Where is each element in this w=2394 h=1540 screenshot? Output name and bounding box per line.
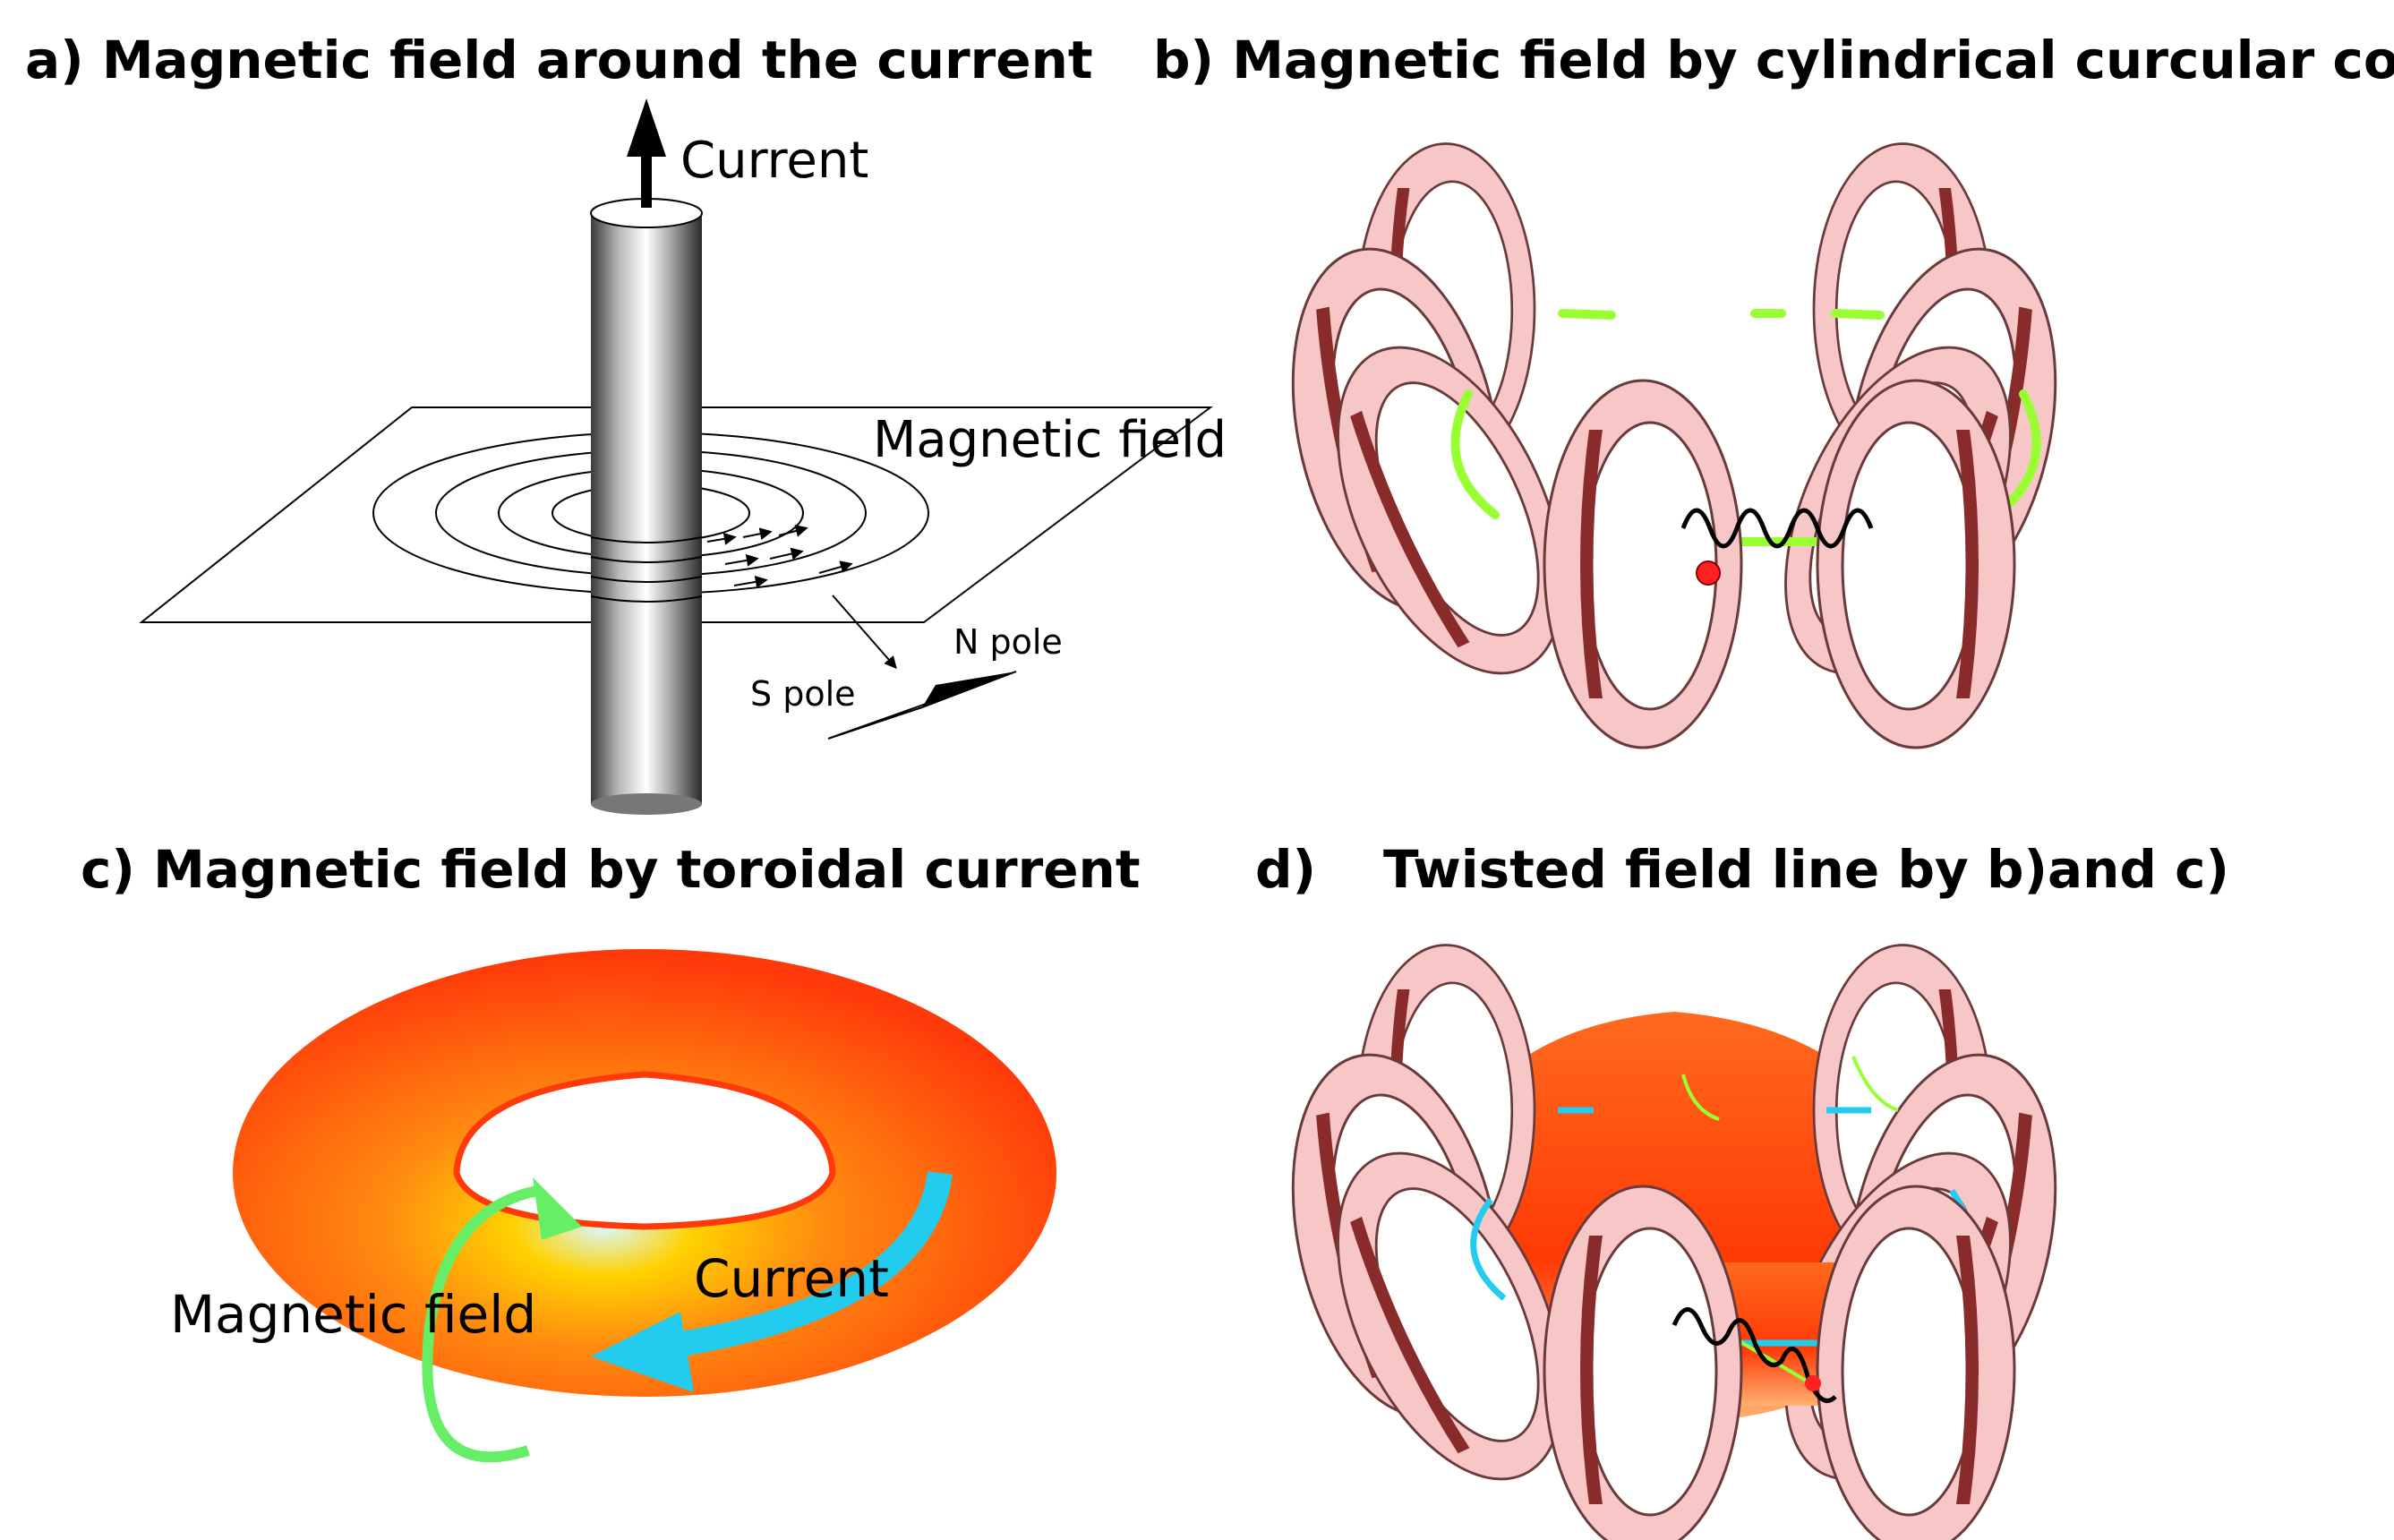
current-wire	[591, 213, 702, 804]
panel-a-diagram: Current Magnetic field N pole S pole	[139, 98, 1227, 815]
panel-c-diagram: Current Magnetic field	[170, 949, 1056, 1463]
panel-a-title: a) Magnetic field around the current	[25, 30, 1093, 90]
panel-b-title: b) Magnetic field by cylindrical curcula…	[1153, 30, 2394, 90]
label-n-pole: N pole	[953, 622, 1063, 662]
coil-front-left-d	[1543, 1185, 1743, 1540]
field-direction-arrows	[706, 525, 853, 588]
particle	[1696, 560, 1721, 586]
coil-front-right-d	[1816, 1185, 2016, 1540]
panel-d-prefix: d)	[1255, 839, 1317, 900]
current-arrow-icon	[591, 1312, 694, 1392]
panel-d-diagram	[1261, 944, 2088, 1540]
label-magnetic-field: Magnetic field	[873, 411, 1227, 469]
panel-c-title: c) Magnetic field by toroidal current	[81, 839, 1141, 900]
current-arrow	[625, 1170, 953, 1365]
label-current: Current	[680, 132, 868, 190]
helix-orbit	[1680, 508, 1874, 549]
label-current-c: Current	[694, 1248, 889, 1309]
label-s-pole: S pole	[750, 674, 856, 714]
field-loop-arrow-icon	[533, 1177, 582, 1240]
panel-b-diagram	[1261, 142, 2088, 749]
field-plane	[139, 406, 1213, 623]
field-loop	[422, 1185, 539, 1463]
panel-d-title: Twisted field line by b)and c)	[1383, 839, 2230, 900]
current-arrow-icon	[627, 98, 666, 157]
coil-front-right	[1816, 379, 2016, 749]
label-magnetic-field-c: Magnetic field	[170, 1284, 536, 1345]
particle-d	[1805, 1375, 1821, 1391]
